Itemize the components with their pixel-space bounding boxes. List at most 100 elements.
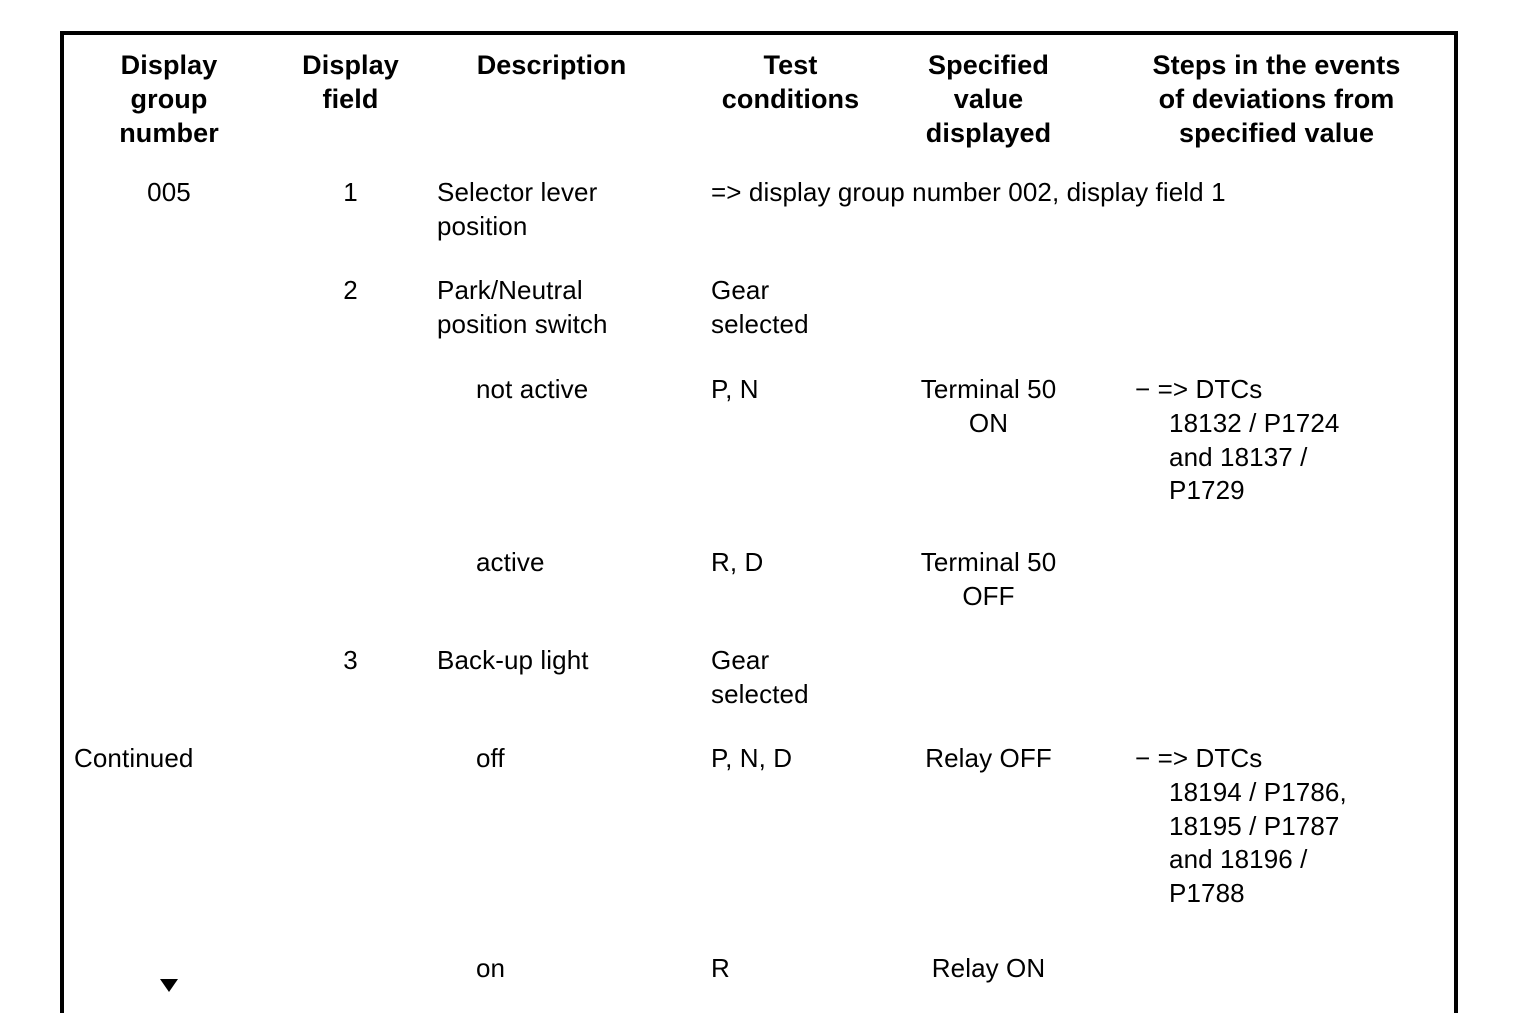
value-steps [1097,267,1454,280]
table-row: 3 Back-up light Gear selected [64,637,1455,735]
value-description: Back-up light [437,645,589,675]
header-label-description: Description [476,50,627,80]
value-description: not active [476,374,589,404]
row-spacer [674,945,702,1017]
row-spacer [674,637,702,735]
value-description: off [476,743,505,773]
table-row: on R Relay ON [64,945,1455,1017]
description-indent-spacer [427,539,464,637]
row-spacer [674,366,702,539]
cell-display-group-number: 005 [64,169,272,267]
steps-bullet: − [1135,743,1151,773]
spec-table: Display group number Display field Descr… [64,35,1455,1017]
row-spacer [674,169,702,267]
value-specified-value: Terminal 50 ON [920,374,1057,438]
spec-table-container: Display group number Display field Descr… [60,31,1458,1017]
header-spacer-left-of-test-conditions [674,35,702,169]
value-specified-value: Relay ON [931,953,1046,983]
row-spacer [674,539,702,637]
cell-steps [1097,267,1455,366]
cell-description: Back-up light [427,637,675,735]
table-row: Continued off P, N, D Relay OFF − => DTC… [64,735,1455,945]
cell-description: off [464,735,675,945]
value-test-conditions: Gear selected [711,275,809,339]
value-display-group-number [64,637,272,650]
value-specified-value [878,637,1097,650]
triangle-down-icon [160,979,178,992]
value-display-group-number: 005 [147,177,191,207]
header-cell-test-conditions: Test conditions [701,35,879,169]
cell-description: active [464,539,675,637]
cell-display-field [272,945,427,1017]
value-steps: − => DTCs 18194 / P1786, 18195 / P1787 a… [1097,735,1454,917]
row-spacer [674,267,702,366]
value-description: Selector lever position [437,177,598,241]
cell-specified-value [878,637,1098,735]
value-display-group-number [64,267,272,280]
cell-description: Park/Neutral position switch [427,267,675,366]
value-display-field [272,945,427,958]
cell-specified-value: Terminal 50 ON [878,366,1098,539]
row-spacer [674,735,702,945]
cell-steps: − => DTCs 18194 / P1786, 18195 / P1787 a… [1097,735,1455,945]
cell-display-field: 3 [272,637,427,735]
header-label-test-conditions: Test conditions [721,50,860,115]
description-indent-spacer [427,945,464,1017]
cell-specified-value: Terminal 50 OFF [878,539,1098,637]
cell-steps: − => DTCs 18132 / P1724 and 18137 / P172… [1097,366,1455,539]
cell-display-group-number [64,637,272,735]
cell-description: Selector lever position [427,169,675,267]
cell-specified-value: Relay ON [878,945,1098,1017]
steps-text: => DTCs 18132 / P1724 and 18137 / P1729 [1157,374,1340,506]
value-steps [1097,637,1454,650]
cell-display-group-number [64,366,272,539]
description-indent-spacer [427,366,464,539]
cell-steps [1097,539,1455,637]
value-steps [1097,945,1454,958]
value-specified-value: Terminal 50 OFF [920,547,1057,611]
steps-text: => DTCs 18194 / P1786, 18195 / P1787 and… [1157,743,1347,909]
value-display-field: 2 [343,275,358,305]
cell-steps [1097,945,1455,1017]
header-cell-specified-value: Specified value displayed [878,35,1098,169]
value-description: active [476,547,545,577]
table-row: active R, D Terminal 50 OFF [64,539,1455,637]
value-display-group-number: Continued [74,743,194,773]
cell-merged-note: => display group number 002, display fie… [701,169,1455,267]
value-display-group-number [64,539,272,552]
value-display-field: 1 [343,177,358,207]
value-display-field: 3 [343,645,358,675]
cell-test-conditions: R [701,945,879,1017]
cell-display-group-number: Continued [64,735,272,945]
table-header-row: Display group number Display field Descr… [64,35,1455,169]
header-cell-description: Description [427,35,675,169]
continued-indicator [64,945,272,1007]
header-cell-display-field: Display field [272,35,427,169]
table-row: not active P, N Terminal 50 ON − => DTCs… [64,366,1455,539]
value-test-conditions: P, N [711,374,759,404]
cell-display-group-number [64,945,272,1017]
value-display-field [272,735,427,748]
steps-bullet: − [1135,374,1151,404]
value-merged-note: => display group number 002, display fie… [711,177,1226,207]
value-test-conditions: Gear selected [711,645,809,709]
cell-specified-value: Relay OFF [878,735,1098,945]
value-specified-value [878,267,1097,280]
cell-display-group-number [64,539,272,637]
cell-specified-value [878,267,1098,366]
cell-description: on [464,945,675,1017]
cell-test-conditions: Gear selected [701,267,879,366]
value-specified-value: Relay OFF [925,743,1052,773]
header-cell-steps: Steps in the events of deviations from s… [1097,35,1455,169]
header-label-display-group-number: Display group number [119,50,219,149]
header-label-display-field: Display field [302,50,399,115]
header-label-steps: Steps in the events of deviations from s… [1152,50,1401,149]
header-label-specified-value: Specified value displayed [925,50,1052,149]
cell-display-field [272,735,427,945]
value-display-field [272,539,427,552]
value-description: Park/Neutral position switch [437,275,608,339]
cell-display-field: 2 [272,267,427,366]
cell-display-group-number [64,267,272,366]
table-row: 2 Park/Neutral position switch Gear sele… [64,267,1455,366]
